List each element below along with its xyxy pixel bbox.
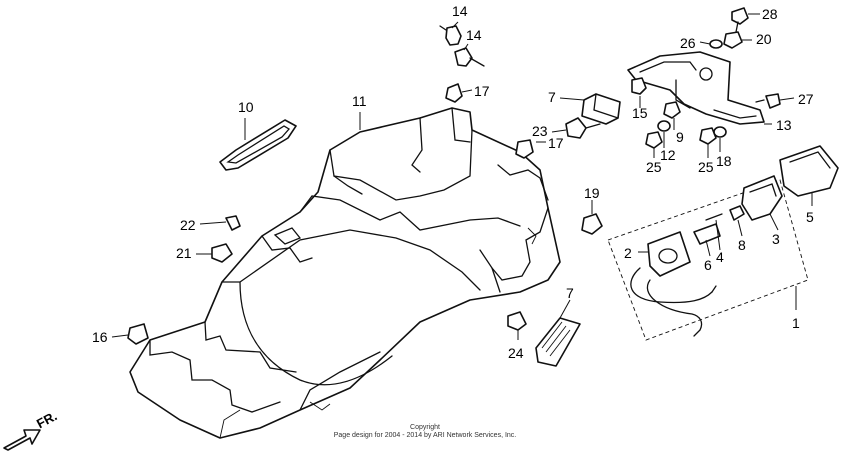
callout-label[interactable]: 21 bbox=[176, 245, 192, 261]
callout-label[interactable]: 14 bbox=[452, 3, 468, 19]
clip-21[interactable] bbox=[211, 243, 233, 263]
lens-5[interactable] bbox=[779, 145, 839, 197]
tail-light-assembly[interactable] bbox=[607, 179, 809, 341]
lens-housing-3[interactable] bbox=[741, 175, 783, 221]
callout-label[interactable]: 25 bbox=[646, 159, 662, 175]
socket-2[interactable] bbox=[630, 231, 717, 337]
callout-label[interactable]: 18 bbox=[716, 153, 732, 169]
screw-8[interactable] bbox=[729, 205, 745, 221]
callout-label[interactable]: 10 bbox=[238, 99, 254, 115]
nut-15[interactable] bbox=[631, 77, 647, 95]
callout-label[interactable]: 11 bbox=[352, 93, 367, 109]
clip-17-lower[interactable] bbox=[515, 139, 534, 159]
callout-label[interactable]: 2 bbox=[624, 245, 632, 261]
washer-12[interactable] bbox=[657, 120, 671, 132]
callout-label[interactable]: 23 bbox=[532, 123, 548, 139]
callout-label[interactable]: 3 bbox=[772, 231, 780, 247]
grommet-24[interactable] bbox=[507, 311, 527, 331]
gasket-seal[interactable] bbox=[219, 119, 297, 171]
bolt-27[interactable] bbox=[755, 93, 781, 109]
callout-labels: 1 2 3 4 5 6 7 7 8 9 10 11 12 13 14 14 15… bbox=[92, 3, 814, 361]
clip-17-upper[interactable] bbox=[445, 83, 463, 103]
callout-label[interactable]: 14 bbox=[466, 27, 482, 43]
callout-label[interactable]: 7 bbox=[566, 285, 574, 301]
callout-label[interactable]: 15 bbox=[632, 105, 648, 121]
callout-label[interactable]: 19 bbox=[584, 185, 600, 201]
callout-label[interactable]: 17 bbox=[548, 135, 564, 151]
callout-label[interactable]: 27 bbox=[798, 91, 814, 107]
callout-label[interactable]: 12 bbox=[660, 147, 676, 163]
license-bracket-13[interactable] bbox=[627, 51, 765, 125]
reflector-7-lower[interactable] bbox=[535, 317, 581, 367]
callout-label[interactable]: 7 bbox=[548, 89, 556, 105]
callout-label[interactable]: 26 bbox=[680, 35, 696, 51]
washer-26[interactable] bbox=[709, 39, 723, 49]
callout-label[interactable]: 6 bbox=[704, 257, 712, 273]
washer-18[interactable] bbox=[713, 126, 727, 138]
bulb-19[interactable] bbox=[581, 213, 603, 235]
gasket-6[interactable] bbox=[693, 223, 721, 245]
callout-label[interactable]: 9 bbox=[676, 129, 684, 145]
copyright-notice: Page design for 2004 - 2014 by ARI Netwo… bbox=[333, 432, 517, 439]
grommet-23[interactable] bbox=[565, 117, 601, 139]
screw-4[interactable] bbox=[705, 213, 723, 221]
callout-label[interactable]: 24 bbox=[508, 345, 524, 361]
callout-label[interactable]: 5 bbox=[806, 209, 814, 225]
callout-label[interactable]: 8 bbox=[738, 237, 746, 253]
callout-label[interactable]: 13 bbox=[776, 117, 792, 133]
callout-label[interactable]: 4 bbox=[716, 249, 724, 265]
callout-label[interactable]: 22 bbox=[180, 217, 196, 233]
copyright-line: Copyright bbox=[410, 424, 440, 431]
leader-lines bbox=[111, 13, 813, 340]
bolt-28[interactable] bbox=[731, 7, 749, 33]
callout-label[interactable]: 16 bbox=[92, 329, 108, 345]
callout-label[interactable]: 28 bbox=[762, 6, 778, 22]
screw-14-lower[interactable] bbox=[454, 47, 485, 67]
reflector-7-upper[interactable] bbox=[581, 93, 621, 125]
callout-label[interactable]: 25 bbox=[698, 159, 714, 175]
front-direction-arrow bbox=[3, 429, 41, 451]
screw-22[interactable] bbox=[225, 215, 241, 231]
callout-label[interactable]: 17 bbox=[474, 83, 490, 99]
nut-25-left[interactable] bbox=[645, 131, 663, 149]
screw-14-upper[interactable] bbox=[439, 25, 462, 46]
nut-25-right[interactable] bbox=[699, 127, 717, 145]
callout-label[interactable]: 1 bbox=[792, 315, 800, 331]
callout-label[interactable]: 20 bbox=[756, 31, 772, 47]
collar-9[interactable] bbox=[663, 101, 681, 119]
rear-fender-body[interactable] bbox=[129, 107, 561, 439]
nut-20[interactable] bbox=[723, 31, 743, 49]
clip-16[interactable] bbox=[127, 323, 149, 345]
